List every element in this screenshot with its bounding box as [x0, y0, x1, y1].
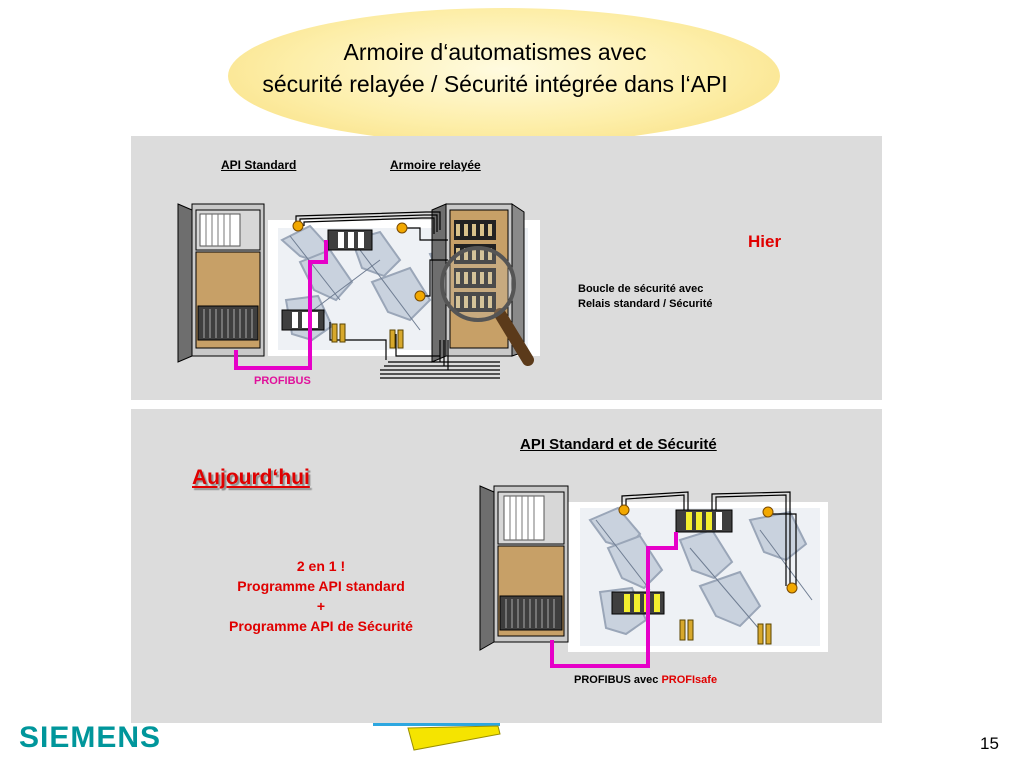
summary-line-1: 2 en 1 !: [296, 558, 346, 574]
profibus-cable-bottom: [550, 532, 678, 668]
cabinet-api-standard: [177, 203, 265, 363]
description-line-1: Boucle de sécurité avec: [578, 283, 704, 295]
title-highlight-oval: [228, 8, 780, 144]
summary-two-in-one: 2 en 1 ! Programme API standard + Progra…: [196, 556, 446, 636]
emergency-stop-buttons-top: [292, 220, 426, 302]
description-relay-loop: Boucle de sécurité avec Relais standard …: [578, 282, 713, 312]
summary-line-3: +: [316, 598, 326, 614]
label-profibus-profisafe: PROFIBUS avec PROFIsafe: [574, 674, 717, 686]
plc-module-bottom-2: [611, 591, 665, 615]
safety-wiring-bottom: [621, 491, 797, 586]
page-number: 15: [980, 734, 999, 753]
slide-title: Armoire d‘automatismes avec sécurité rel…: [150, 36, 840, 100]
label-api-standard: API Standard: [221, 158, 297, 172]
title-line-2: sécurité relayée / Sécurité intégrée dan…: [262, 71, 728, 97]
summary-line-2: Programme API standard: [237, 578, 405, 594]
profibus-cable-top: [234, 240, 328, 370]
profisafe-highlight: PROFIsafe: [661, 674, 718, 686]
title-line-1: Armoire d‘automatismes avec: [343, 39, 647, 65]
summary-line-4: Programme API de Sécurité: [229, 618, 413, 634]
emergency-stop-buttons-bottom: [618, 504, 798, 594]
era-label-hier: Hier: [748, 232, 782, 251]
robot-cell-image-bottom: [568, 502, 828, 652]
heading-api-standard-securite: API Standard et de Sécurité: [520, 436, 717, 453]
safety-relays-bottom: [679, 619, 772, 645]
cabinet-api-securite: [479, 485, 569, 651]
safety-relays-top: [331, 323, 404, 349]
plc-module-bottom-1: [675, 509, 733, 533]
label-armoire-relayee: Armoire relayée: [390, 158, 481, 172]
era-label-aujourdhui: Aujourd‘hui: [192, 466, 310, 489]
siemens-logo: SIEMENS: [19, 721, 162, 754]
profibus-prefix: PROFIBUS avec: [574, 674, 659, 686]
description-line-2: Relais standard / Sécurité: [578, 298, 713, 310]
label-profibus-top: PROFIBUS: [254, 375, 311, 387]
magnifier-icon: [440, 246, 534, 366]
cabinet-armoire-relayee: [431, 203, 525, 363]
plc-module-top-2: [281, 309, 325, 331]
